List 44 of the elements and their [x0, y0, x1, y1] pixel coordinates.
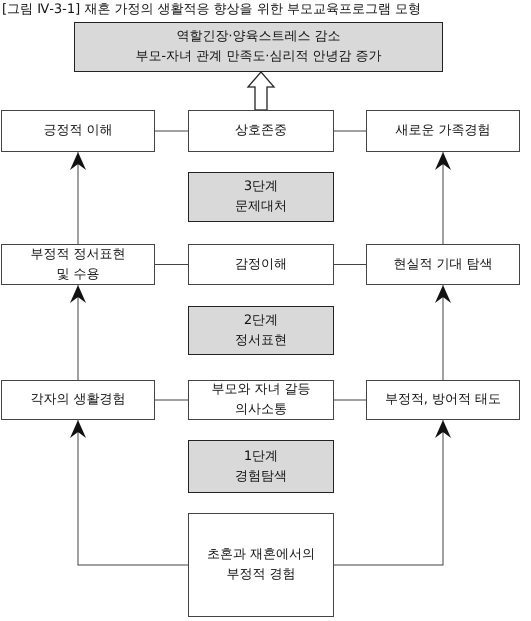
process-box: [188, 380, 334, 420]
arrow: [70, 284, 86, 380]
process-box: [1, 380, 155, 420]
process-box: [188, 110, 334, 152]
process-box: [1, 244, 155, 285]
block-arrow: [246, 71, 276, 111]
node-label: 부정적 정서표현 및 수용: [29, 246, 127, 284]
connector-line: [154, 130, 188, 132]
connector-line: [334, 130, 366, 132]
node-label: 경험탐색: [235, 468, 287, 486]
process-box: [1, 110, 155, 152]
node-label: 부정적, 방어적 태도: [384, 391, 502, 409]
stage-box: [188, 172, 334, 222]
process-box: [366, 110, 520, 152]
arrow: [334, 420, 451, 566]
node-label: 긍정적 이해: [43, 122, 113, 140]
process-box: [188, 513, 334, 617]
arrow: [435, 284, 451, 380]
node-label: 부모-자녀 관계 만족도·심리적 안녕감 증가: [135, 48, 382, 66]
node-label: 1단계: [244, 448, 278, 466]
node-label: 상호존중: [235, 122, 287, 140]
node-label: 정서표현: [235, 332, 287, 350]
process-box: [188, 244, 334, 285]
outcome-box: [74, 22, 443, 72]
node-label: 초혼과 재혼에서의 부정적 경험: [206, 546, 316, 584]
arrow: [70, 152, 86, 244]
stage-box: [188, 440, 334, 493]
process-box: [366, 380, 520, 420]
arrow: [435, 152, 451, 244]
node-label: 2단계: [244, 312, 278, 330]
node-label: 각자의 생활경험: [30, 391, 126, 409]
node-label: 부모와 자녀 갈등 의사소통: [210, 381, 312, 419]
connector-line: [334, 264, 366, 265]
connector-line: [154, 264, 188, 265]
node-label: 3단계: [244, 178, 278, 196]
node-label: 감정이해: [235, 256, 287, 274]
process-box: [366, 244, 520, 285]
arrow: [70, 420, 188, 566]
node-label: 역할긴장·양육스트레스 감소: [176, 28, 341, 46]
stage-box: [188, 306, 334, 355]
node-label: 새로운 가족경험: [395, 122, 491, 140]
figure-title: [그림 Ⅳ-3-1] 재혼 가정의 생활적응 향상을 위한 부모교육프로그램 모형: [2, 1, 422, 19]
node-label: 문제대처: [235, 198, 287, 216]
node-label: 현실적 기대 탐색: [393, 256, 493, 274]
